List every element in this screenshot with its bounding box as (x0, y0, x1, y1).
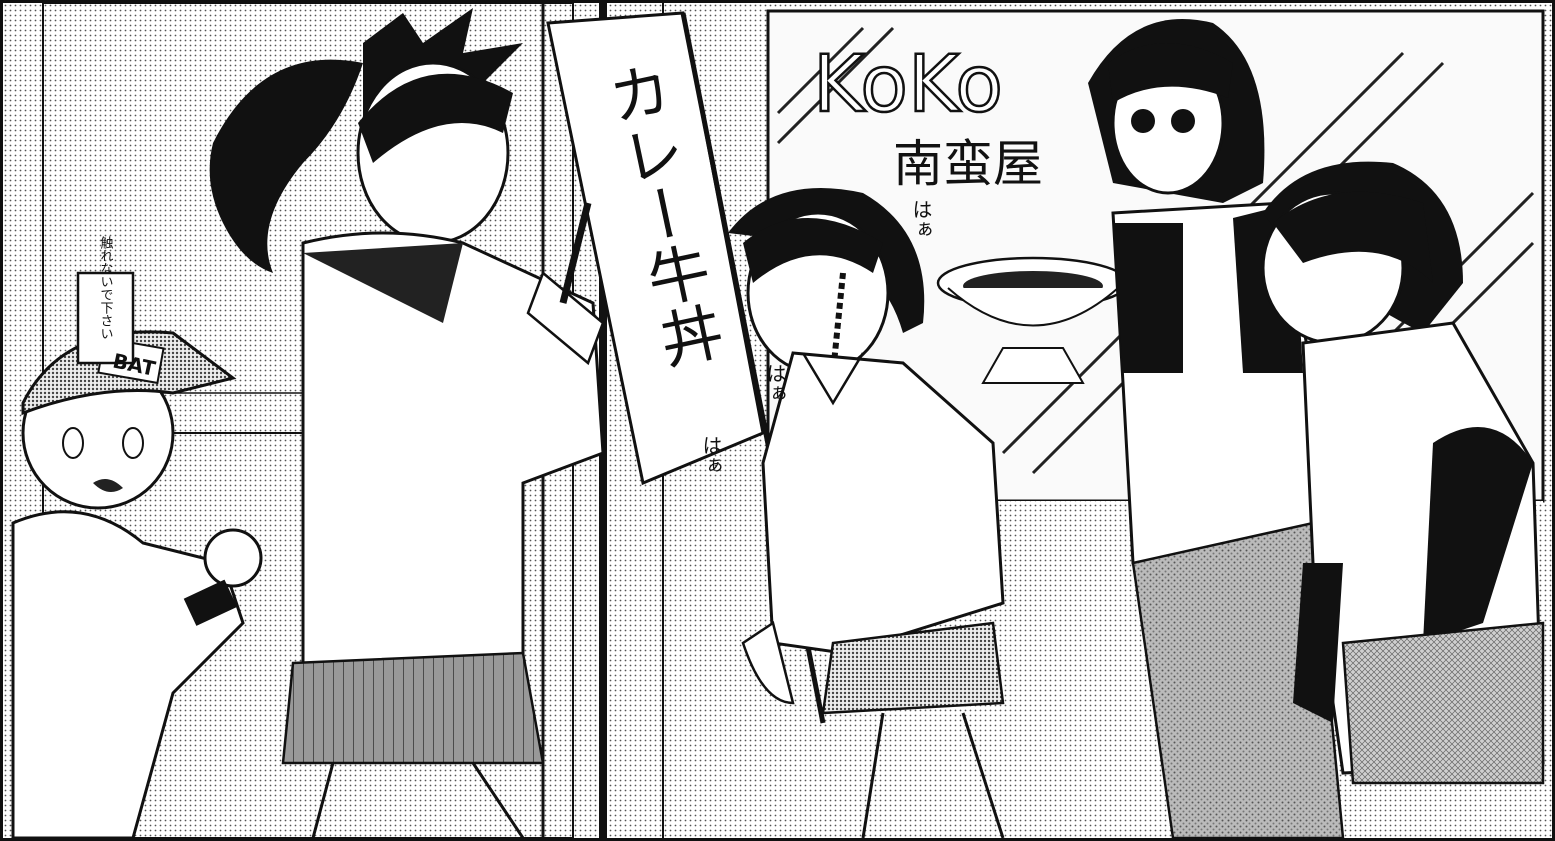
girl-short-hair (1261, 161, 1545, 785)
boy-with-cap (11, 330, 263, 838)
sound-effect: はぁ (763, 363, 787, 403)
bowl-display (936, 256, 1130, 384)
store-sign-japanese: 南蛮屋 (893, 135, 1043, 193)
man-sunglasses (1088, 19, 1345, 838)
panel-artwork: 触れないで下さい BAT カレー牛丼 KoKo 南蛮屋 はぁ はぁ はぁ (3, 3, 1552, 838)
girl-braids (728, 188, 1005, 838)
wall-notice: 触れないで下さい (98, 236, 114, 340)
wall-notice-paper (76, 271, 135, 365)
girl-ponytail (209, 8, 605, 838)
store-sign-latin: KoKo (813, 40, 1003, 130)
sound-effect: はぁ (699, 435, 723, 475)
sound-effect: はぁ (909, 199, 933, 239)
